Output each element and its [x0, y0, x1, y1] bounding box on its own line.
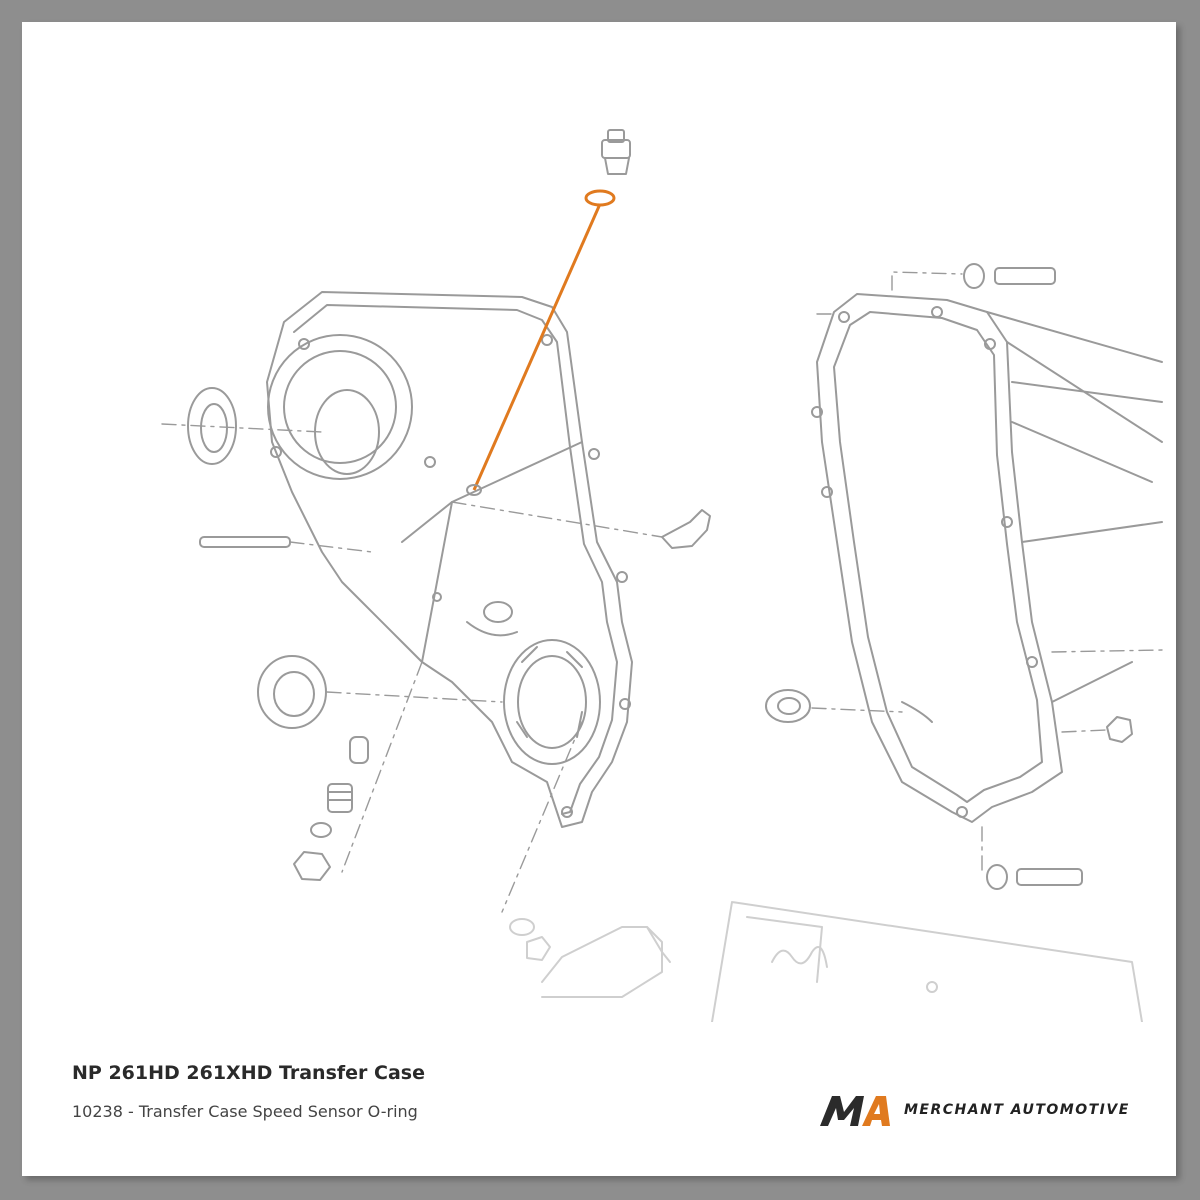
small-parts — [187, 129, 1133, 890]
highlighted-o-ring[interactable] — [472, 189, 616, 491]
front-case-half — [266, 291, 633, 828]
brand-name: MERCHANT AUTOMOTIVE — [904, 1102, 1130, 1118]
faded-lower-parts — [509, 901, 1143, 1022]
ma-logo-mark: MA — [820, 1096, 890, 1129]
rear-case-half — [811, 293, 1163, 823]
part-caption: 10238 - Transfer Case Speed Sensor O-rin… — [72, 1102, 418, 1121]
diagram-title: NP 261HD 261XHD Transfer Case — [72, 1062, 425, 1084]
exploded-parts-diagram — [161, 129, 1163, 1022]
brand-logo: MA MERCHANT AUTOMOTIVE — [818, 1090, 1148, 1130]
leader-lines — [161, 271, 1163, 913]
sensor-port — [466, 484, 482, 496]
logo-text: MA — [858, 1126, 860, 1129]
diagram-card: NP 261HD 261XHD Transfer Case 10238 - Tr… — [22, 22, 1176, 1176]
